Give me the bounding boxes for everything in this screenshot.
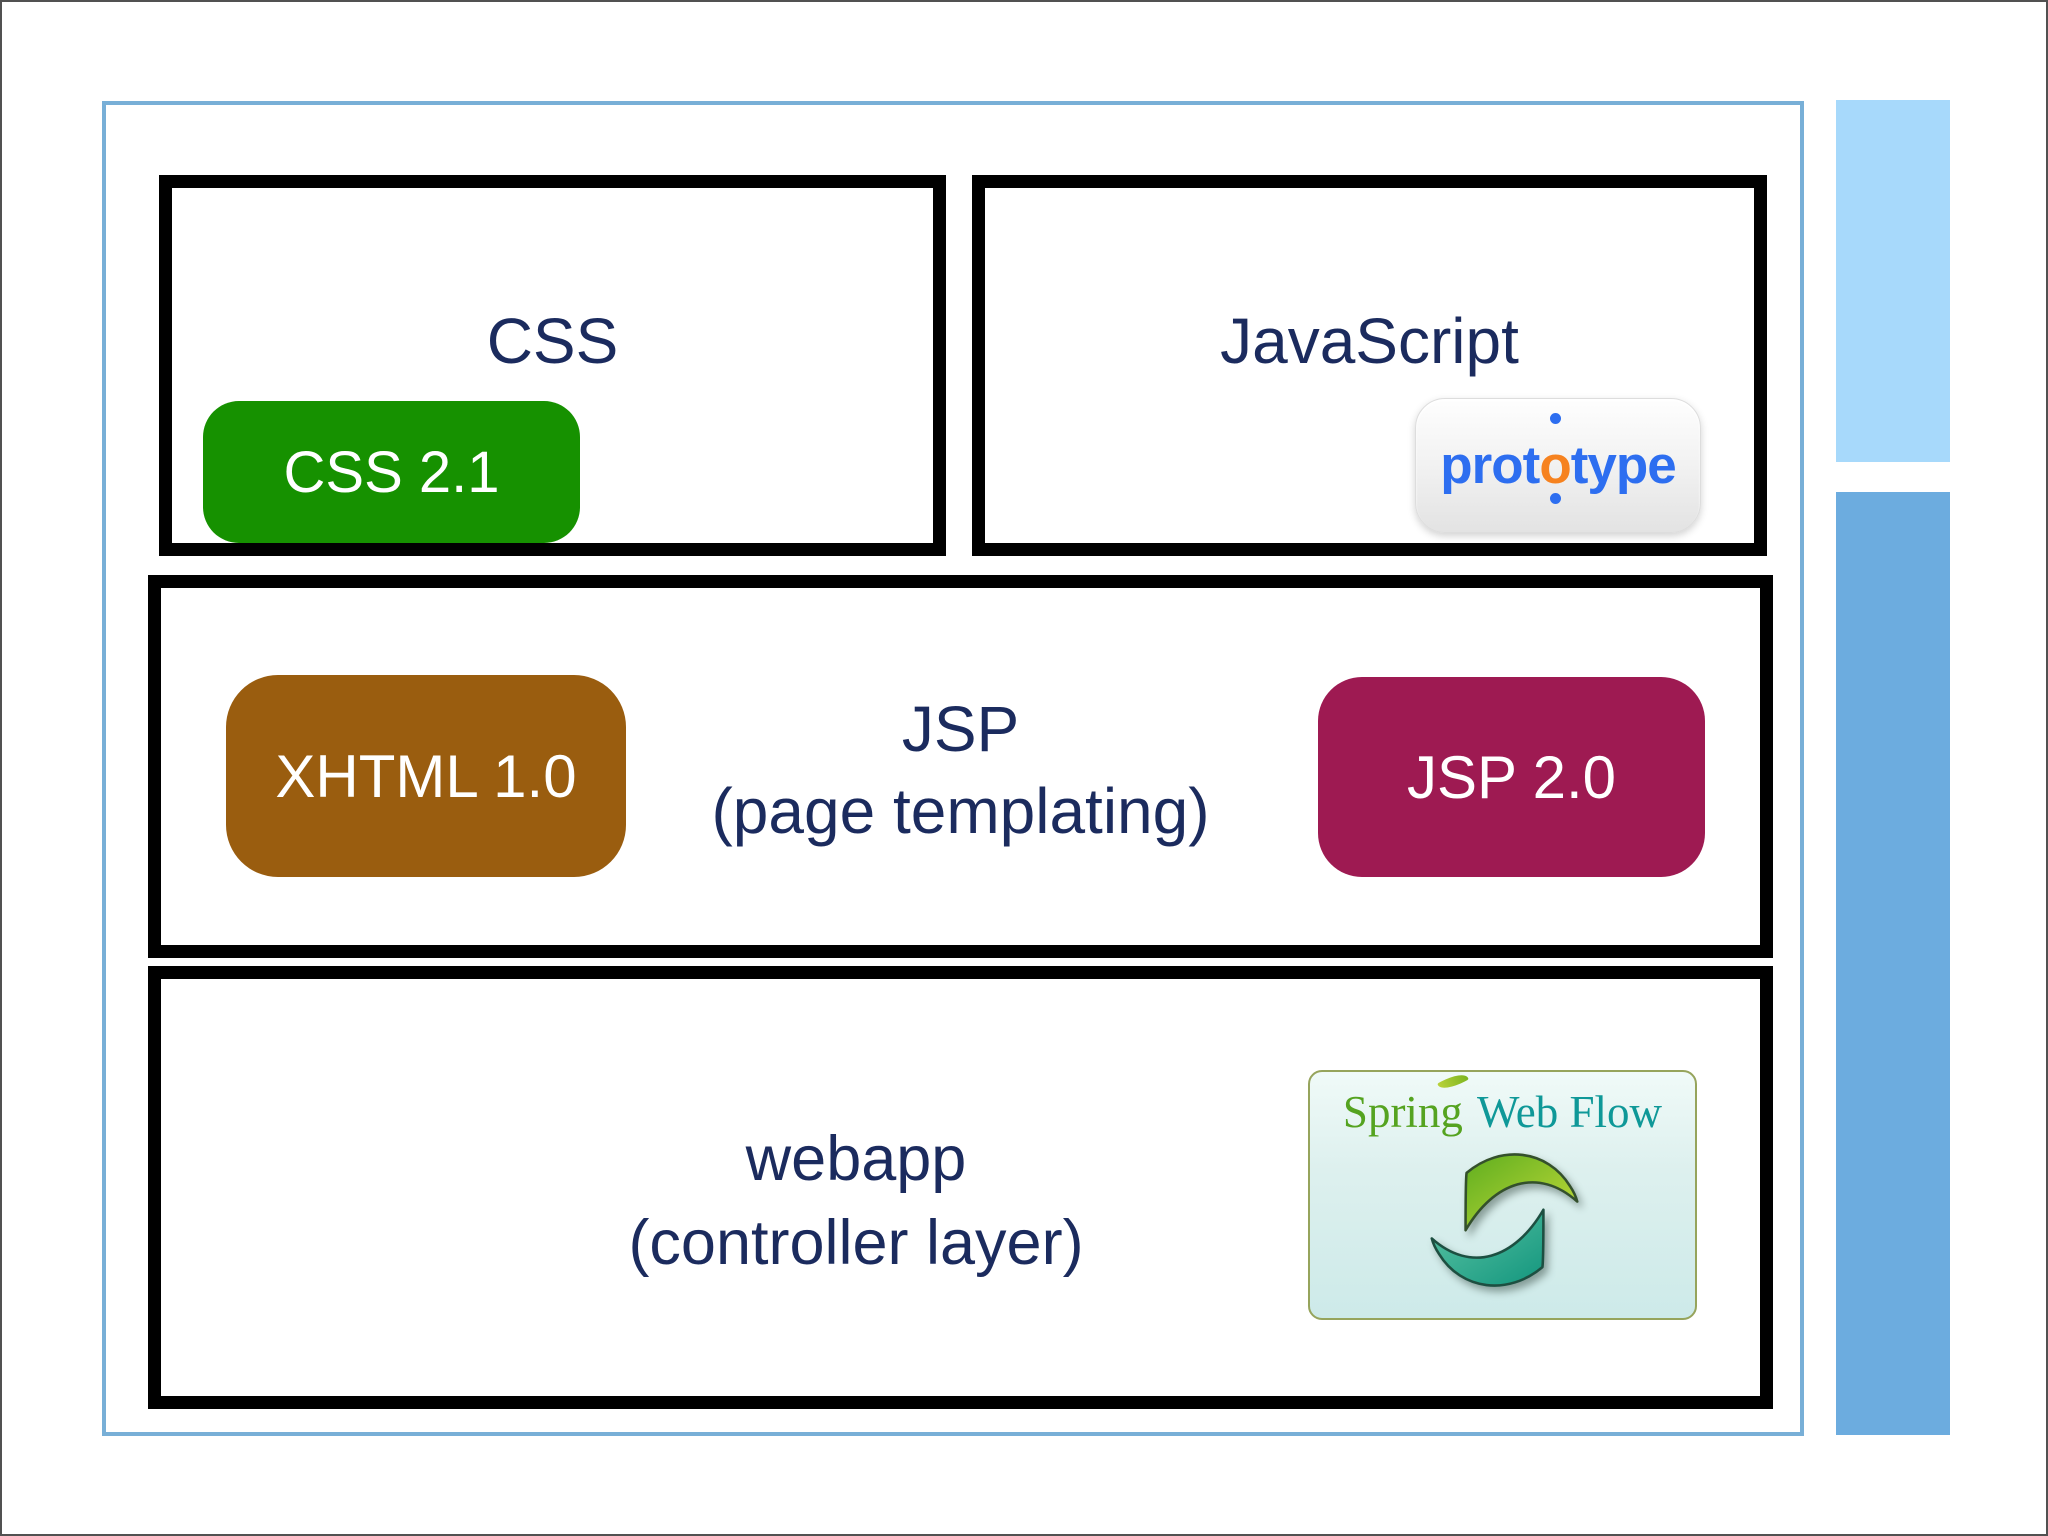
jsp20-badge-label: JSP 2.0 (1406, 743, 1617, 811)
prototype-orange-o-icon: o (1539, 413, 1572, 504)
javascript-layer-label: JavaScript (1220, 305, 1519, 377)
css-layer-label: CSS (486, 305, 619, 377)
jsp-label-line2: (page templating) (711, 775, 1210, 847)
prototype-text-post: type (1570, 436, 1677, 495)
css21-badge: CSS 2.1 (203, 401, 580, 543)
jsp-label-line1: JSP (901, 693, 1020, 765)
web-flow-word: Web Flow (1476, 1087, 1663, 1137)
webapp-label-line2: (controller layer) (628, 1208, 1084, 1278)
swirl-icon (1430, 1153, 1579, 1287)
css-layer-box: CSS CSS 2.1 (159, 175, 946, 556)
spring-web-flow-logo: Spring Web Flow (1308, 1070, 1697, 1320)
prototype-text-pre: prot (1440, 436, 1540, 495)
xhtml10-badge: XHTML 1.0 (226, 675, 626, 877)
css21-badge-label: CSS 2.1 (283, 439, 500, 505)
webapp-layer-box: webapp (controller layer) Spring Web Flow (148, 966, 1773, 1409)
webapp-label-line1: webapp (745, 1124, 967, 1194)
jsp-layer-label: JSP (page templating) (161, 688, 1760, 852)
webapp-layer-label: webapp (controller layer) (161, 1117, 1551, 1285)
jsp-layer-box: JSP (page templating) XHTML 1.0 JSP 2.0 (148, 575, 1773, 958)
spring-word: Spring (1342, 1087, 1463, 1137)
accent-bar-light (1836, 100, 1950, 462)
spring-web-flow-title: Spring Web Flow (1310, 1086, 1695, 1138)
jsp20-badge: JSP 2.0 (1318, 677, 1705, 877)
accent-bar-dark (1836, 492, 1950, 1435)
xhtml10-badge-label: XHTML 1.0 (275, 742, 577, 810)
